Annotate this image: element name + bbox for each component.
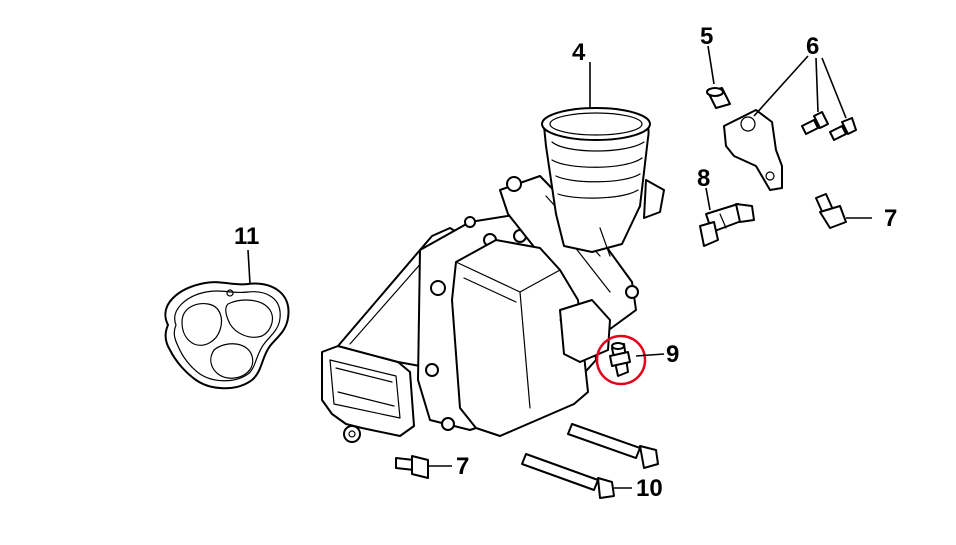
fitting-part-9 bbox=[595, 334, 647, 386]
sensor-part-8 bbox=[699, 203, 755, 247]
bracket-part-6 bbox=[723, 109, 783, 191]
callout-6: 6 bbox=[806, 33, 819, 60]
bolt-part-7-upper bbox=[815, 193, 847, 229]
bolt-part-6a bbox=[801, 111, 829, 135]
callout-8: 8 bbox=[697, 165, 710, 192]
bolt-part-7-lower bbox=[395, 455, 429, 479]
callout-5: 5 bbox=[700, 23, 713, 50]
sleeve-part-5 bbox=[706, 87, 731, 109]
oil-filter-cap-part-4 bbox=[541, 107, 665, 257]
long-bolt-part-10a bbox=[567, 423, 659, 469]
callout-4: 4 bbox=[572, 39, 586, 66]
leader-lines bbox=[247, 45, 872, 489]
callout-labels: 4 5 6 7 8 9 7 10 11 bbox=[234, 23, 897, 502]
bolt-part-6b bbox=[829, 117, 857, 141]
callout-10: 10 bbox=[636, 475, 663, 502]
callout-7-upper: 7 bbox=[884, 205, 897, 232]
callout-9: 9 bbox=[666, 341, 679, 368]
gasket-part-11 bbox=[164, 281, 290, 390]
callout-7-lower: 7 bbox=[456, 453, 469, 480]
highlight-ring bbox=[595, 334, 647, 386]
long-bolt-part-10b bbox=[521, 453, 615, 499]
callout-11: 11 bbox=[234, 223, 259, 250]
